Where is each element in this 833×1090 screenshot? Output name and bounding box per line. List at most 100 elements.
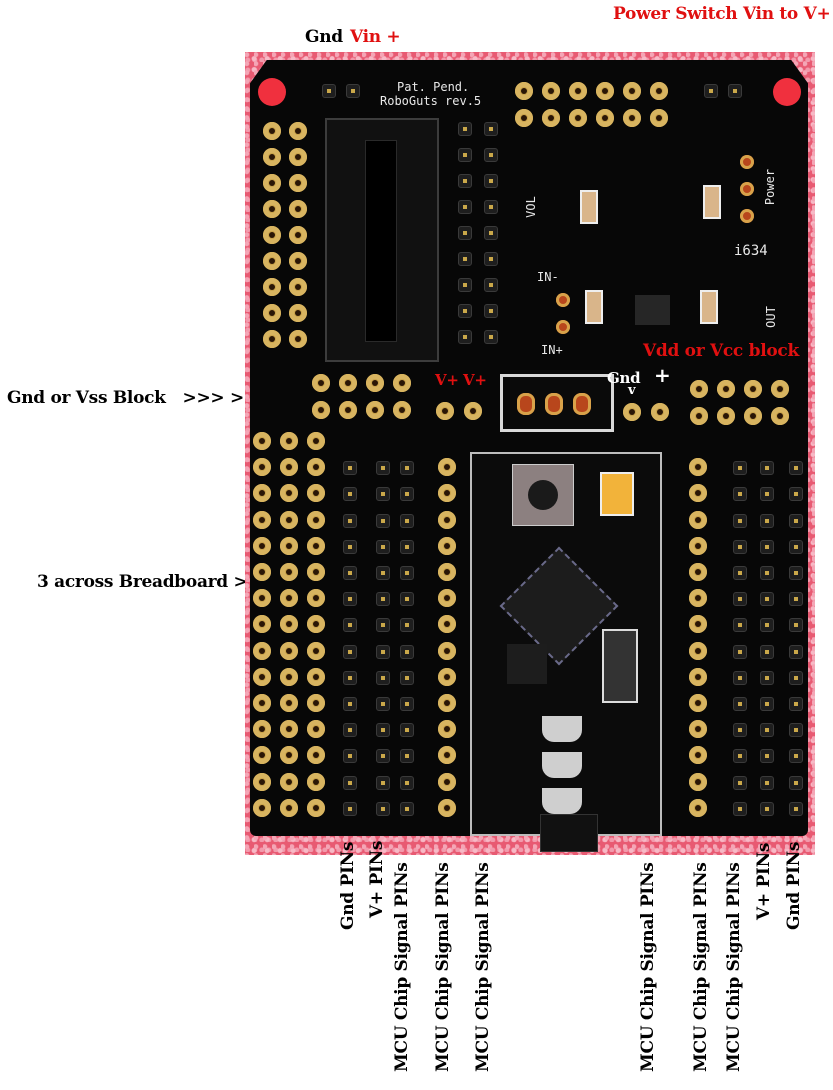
reset-button — [512, 464, 574, 526]
header-pin — [484, 200, 498, 214]
usb-jack — [540, 814, 598, 852]
header-pin — [458, 304, 472, 318]
socket-pin — [263, 330, 281, 348]
breadboard-pin — [307, 667, 325, 686]
signal-pin — [689, 694, 707, 712]
vplus-header-pin — [760, 539, 774, 554]
header-pin — [650, 109, 668, 127]
gnd-header-pin — [343, 539, 357, 554]
vplus-header-pin — [400, 670, 414, 685]
vplus-header-pin — [376, 697, 390, 711]
breadboard-pin — [253, 798, 271, 817]
header-pin — [623, 82, 641, 100]
gnd-header-pin — [343, 801, 357, 816]
gnd-header-pin — [789, 487, 803, 502]
breadboard-pin — [280, 589, 298, 608]
gnd-block-pin — [339, 401, 357, 419]
vplus-header-pin — [733, 566, 747, 580]
signal-pin — [689, 484, 707, 503]
header-pin — [458, 278, 472, 292]
smd-cap-1 — [580, 190, 598, 224]
gnd-block-pin — [312, 401, 330, 419]
bottom-label: MCU Chip Signal PINs — [638, 862, 658, 1072]
vplus-header-pin — [760, 670, 774, 685]
header-pin — [569, 109, 587, 127]
signal-pin — [689, 536, 707, 555]
signal-pin — [689, 589, 707, 608]
breadboard-pin — [307, 484, 325, 503]
vplus-header-pin — [376, 644, 390, 659]
vplus-header-pin — [760, 749, 774, 764]
bottom-label: Gnd PINs — [338, 841, 358, 930]
header-pin — [596, 109, 614, 127]
bottom-label: V+ PINs — [367, 840, 387, 918]
breadboard-pin — [280, 563, 298, 581]
vplus-header-pin — [376, 592, 390, 607]
header-pin — [484, 330, 498, 344]
breadboard-pin — [253, 641, 271, 660]
vplus-header-pin — [400, 592, 414, 607]
socket-pin — [289, 148, 307, 166]
bottom-label: MCU Chip Signal PINs — [433, 862, 453, 1072]
header-pin — [458, 148, 472, 162]
header-pin — [515, 82, 533, 100]
vdd-block-pin — [744, 380, 762, 398]
vplus-header-pin — [733, 513, 747, 528]
bottom-label: MCU Chip Signal PINs — [691, 862, 711, 1072]
socket-pin — [263, 174, 281, 192]
vplus-callout-1: V+ — [435, 371, 459, 389]
vplus-header-pin — [760, 618, 774, 633]
vplus-header-pin — [400, 697, 414, 711]
gnd-header-pin — [789, 592, 803, 607]
breadboard-pin — [253, 694, 271, 712]
socket-pin — [263, 148, 281, 166]
power-pad-1 — [740, 155, 754, 169]
breadboard-pin — [280, 641, 298, 660]
vplus-header-pin — [400, 618, 414, 633]
breadboard-pin — [280, 484, 298, 503]
vplus-header-pin — [760, 566, 774, 580]
gnd-block-pin — [366, 401, 384, 419]
top-gnd-callout: Gnd — [305, 27, 343, 47]
plus-mid-callout: + — [654, 363, 671, 387]
gnd-header-pin — [789, 513, 803, 528]
breadboard-pin — [280, 615, 298, 634]
breadboard-pin — [307, 589, 325, 608]
signal-pin — [438, 641, 456, 660]
in-pad-1 — [556, 293, 570, 307]
bottom-label: MCU Chip Signal PINs — [392, 862, 412, 1072]
gnd-plus-pin — [623, 403, 641, 421]
gnd-block-pin — [393, 374, 411, 392]
vplus-header-pin — [760, 697, 774, 711]
signal-pin — [689, 772, 707, 791]
gnd-header-pin — [343, 723, 357, 738]
jumper-pin — [704, 84, 718, 98]
power-pad-3 — [740, 209, 754, 223]
signal-pin — [438, 720, 456, 739]
gnd-block-pin — [393, 401, 411, 419]
vplus-header-pin — [376, 670, 390, 685]
gnd-header-pin — [343, 697, 357, 711]
bottom-label: MCU Chip Signal PINs — [724, 862, 744, 1072]
vplus-header-pin — [400, 566, 414, 580]
header-pin — [650, 82, 668, 100]
silk-pat-pend: Pat. Pend. — [397, 80, 470, 94]
silk-in-minus: IN- — [537, 270, 559, 284]
vplus-header-pin — [400, 513, 414, 528]
header-pin — [458, 122, 472, 136]
signal-pin — [438, 615, 456, 634]
gnd-block-pin — [339, 374, 357, 392]
switch-pad-2 — [545, 393, 563, 415]
smd-cap-3 — [585, 290, 603, 324]
vdd-block-pin — [690, 407, 708, 425]
vplus-header-pin — [733, 487, 747, 502]
breadboard-pin — [253, 772, 271, 791]
gnd-header-pin — [343, 670, 357, 685]
socket-pin — [289, 226, 307, 244]
vplus-header-pin — [400, 723, 414, 738]
socket-pin — [263, 278, 281, 296]
breadboard-pin — [280, 536, 298, 555]
gnd-header-pin — [789, 618, 803, 633]
silk-out: OUT — [763, 306, 778, 328]
regulator-2 — [542, 752, 582, 778]
